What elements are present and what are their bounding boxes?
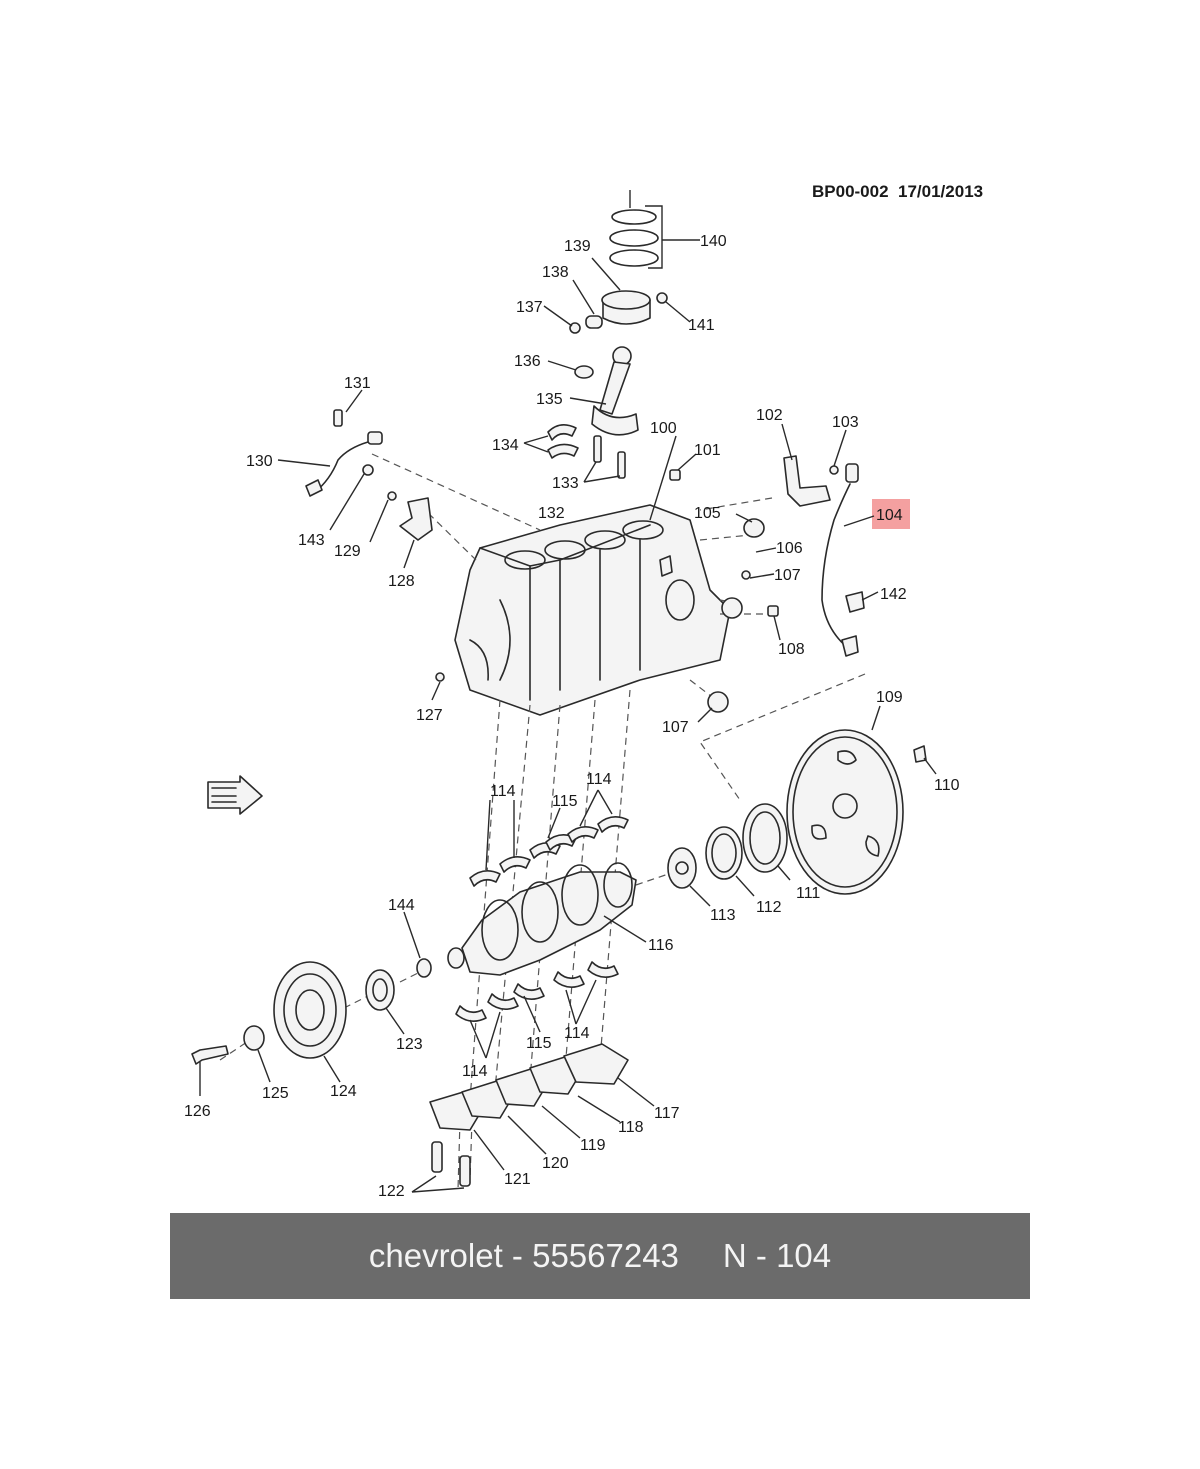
callout-130: 130 bbox=[246, 453, 273, 470]
callout-141: 141 bbox=[688, 317, 715, 334]
connecting-rod-assembly[interactable] bbox=[523, 346, 639, 483]
callout-106: 106 bbox=[776, 540, 803, 557]
callout-131: 131 bbox=[344, 375, 371, 392]
callout-124: 124 bbox=[330, 1083, 357, 1100]
callout-107-lower: 107 bbox=[662, 719, 689, 736]
callout-136: 136 bbox=[514, 353, 541, 370]
callout-117: 117 bbox=[654, 1105, 680, 1122]
callout-108: 108 bbox=[778, 641, 805, 658]
callout-119: 119 bbox=[580, 1137, 606, 1154]
document-reference: BP00-002 17/01/2013 bbox=[812, 182, 983, 202]
callout-140: 140 bbox=[700, 233, 727, 250]
crankshaft-pulley-assembly[interactable] bbox=[191, 911, 432, 1096]
callout-120: 120 bbox=[542, 1155, 569, 1172]
callout-138: 138 bbox=[542, 264, 569, 281]
callout-114-lower-left: 114 bbox=[462, 1063, 488, 1080]
callout-115-lower: 115 bbox=[526, 1035, 552, 1052]
callout-number: N - 104 bbox=[722, 1237, 832, 1274]
callout-100: 100 bbox=[650, 420, 677, 437]
callout-122: 122 bbox=[378, 1183, 405, 1200]
front-direction-arrow-icon bbox=[207, 775, 263, 815]
callout-110: 110 bbox=[934, 777, 960, 794]
document-code: BP00-002 bbox=[812, 182, 889, 201]
main-bearings-lower[interactable] bbox=[455, 961, 619, 1059]
crankshaft-position-sensor[interactable] bbox=[781, 423, 879, 657]
callout-139: 139 bbox=[564, 238, 591, 255]
callout-114-lower-right: 114 bbox=[564, 1025, 590, 1042]
callout-121: 121 bbox=[504, 1171, 531, 1188]
document-date: 17/01/2013 bbox=[898, 182, 984, 201]
piston-rings[interactable] bbox=[609, 205, 700, 269]
callout-114-upper-right: 114 bbox=[586, 771, 612, 788]
brand-part-number: chevrolet - 55567243 bbox=[368, 1237, 679, 1274]
main-bearings-upper[interactable] bbox=[469, 789, 629, 887]
block-plugs-and-sensors[interactable] bbox=[431, 453, 781, 723]
callout-144: 144 bbox=[388, 897, 415, 914]
callout-132: 132 bbox=[538, 505, 565, 522]
knock-sensor-harness[interactable] bbox=[277, 389, 433, 569]
part-caption-bar: chevrolet - 55567243 N - 104 bbox=[170, 1213, 1030, 1299]
callout-105: 105 bbox=[694, 505, 721, 522]
highlight-box-104 bbox=[872, 499, 910, 529]
flexplate[interactable] bbox=[786, 705, 937, 895]
callout-107-upper: 107 bbox=[774, 567, 801, 584]
engine-block[interactable] bbox=[454, 435, 731, 716]
piston-assembly[interactable] bbox=[543, 190, 691, 334]
callout-137: 137 bbox=[516, 299, 543, 316]
callout-103: 103 bbox=[832, 414, 859, 431]
callout-128: 128 bbox=[388, 573, 415, 590]
callout-labels: 140 139 138 137 141 136 135 134 133 132 … bbox=[184, 233, 960, 1200]
callout-104: 104 bbox=[876, 507, 903, 524]
callout-113: 113 bbox=[710, 907, 736, 924]
callout-135: 135 bbox=[536, 391, 563, 408]
main-bearing-caps[interactable] bbox=[411, 1043, 655, 1193]
callout-115-upper: 115 bbox=[552, 793, 578, 810]
callout-143: 143 bbox=[298, 532, 325, 549]
callout-114-upper-left: 114 bbox=[490, 783, 516, 800]
callout-101: 101 bbox=[694, 442, 721, 459]
callout-123: 123 bbox=[396, 1036, 423, 1053]
callout-127: 127 bbox=[416, 707, 443, 724]
callout-125: 125 bbox=[262, 1085, 289, 1102]
callout-118: 118 bbox=[618, 1119, 644, 1136]
callout-111: 111 bbox=[796, 885, 820, 902]
rear-main-seal-assembly[interactable] bbox=[667, 803, 791, 907]
callout-109: 109 bbox=[876, 689, 903, 706]
callout-116: 116 bbox=[648, 937, 674, 954]
callout-134: 134 bbox=[492, 437, 519, 454]
callout-126: 126 bbox=[184, 1103, 211, 1120]
crankshaft[interactable] bbox=[447, 862, 647, 976]
callout-112: 112 bbox=[756, 899, 782, 916]
callout-102: 102 bbox=[756, 407, 783, 424]
callout-129: 129 bbox=[334, 543, 361, 560]
callout-142: 142 bbox=[880, 586, 907, 603]
callout-133: 133 bbox=[552, 475, 579, 492]
